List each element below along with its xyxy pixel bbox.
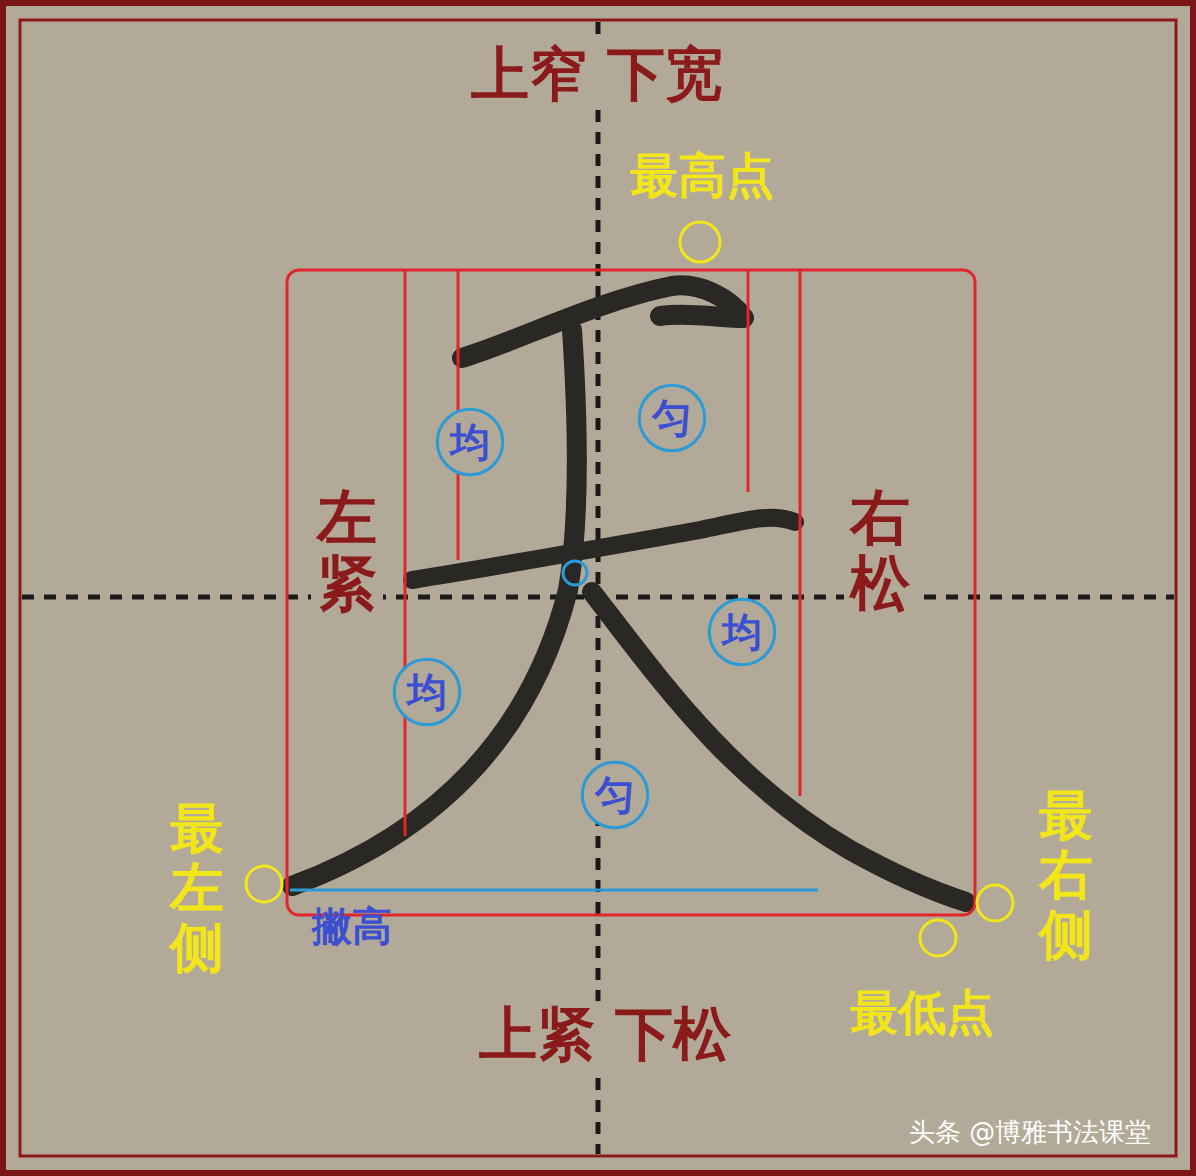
annotation-circle: 匀 <box>637 383 706 452</box>
point-marker <box>920 920 956 956</box>
point-marker <box>680 222 720 262</box>
side-rule: 右松 <box>844 482 916 618</box>
brush-stroke <box>292 330 577 886</box>
bounding-box <box>287 270 975 915</box>
point-label: 最低点 <box>850 986 994 1039</box>
point-label: 最左侧 <box>170 799 224 977</box>
point-label: 最右侧 <box>1039 786 1093 964</box>
point-marker <box>977 885 1013 921</box>
baseline <box>290 889 818 892</box>
annotation-text: 均 <box>450 420 490 464</box>
brush-stroke <box>592 592 966 902</box>
outer-frame <box>3 3 1193 1173</box>
brush-stroke <box>462 285 744 358</box>
point-marker <box>246 866 282 902</box>
measure-line <box>747 270 750 492</box>
side-rule: 左紧 <box>311 482 383 618</box>
annotation-circle: 均 <box>392 657 461 726</box>
annotation-text: 匀 <box>595 773 635 817</box>
rule-caption: 上窄 下宽 <box>465 41 729 109</box>
annotation-text: 均 <box>407 670 447 714</box>
annotation-text: 均 <box>722 610 762 654</box>
inner-frame <box>20 20 1176 1156</box>
point-label: 最高点 <box>630 149 774 202</box>
annotation-circle: 均 <box>707 597 776 666</box>
center-marker <box>563 561 587 585</box>
measure-line <box>799 270 802 796</box>
watermark: 头条 @博雅书法课堂 <box>909 1118 1151 1147</box>
measure-line <box>404 270 407 836</box>
annotation-text: 匀 <box>652 396 692 440</box>
rule-caption: 上紧 下松 <box>473 1001 737 1069</box>
annotation-circle: 匀 <box>580 760 649 829</box>
annotation-circle: 均 <box>435 407 504 476</box>
brush-stroke <box>412 518 795 580</box>
stroke-note: 撇高 <box>312 904 392 948</box>
